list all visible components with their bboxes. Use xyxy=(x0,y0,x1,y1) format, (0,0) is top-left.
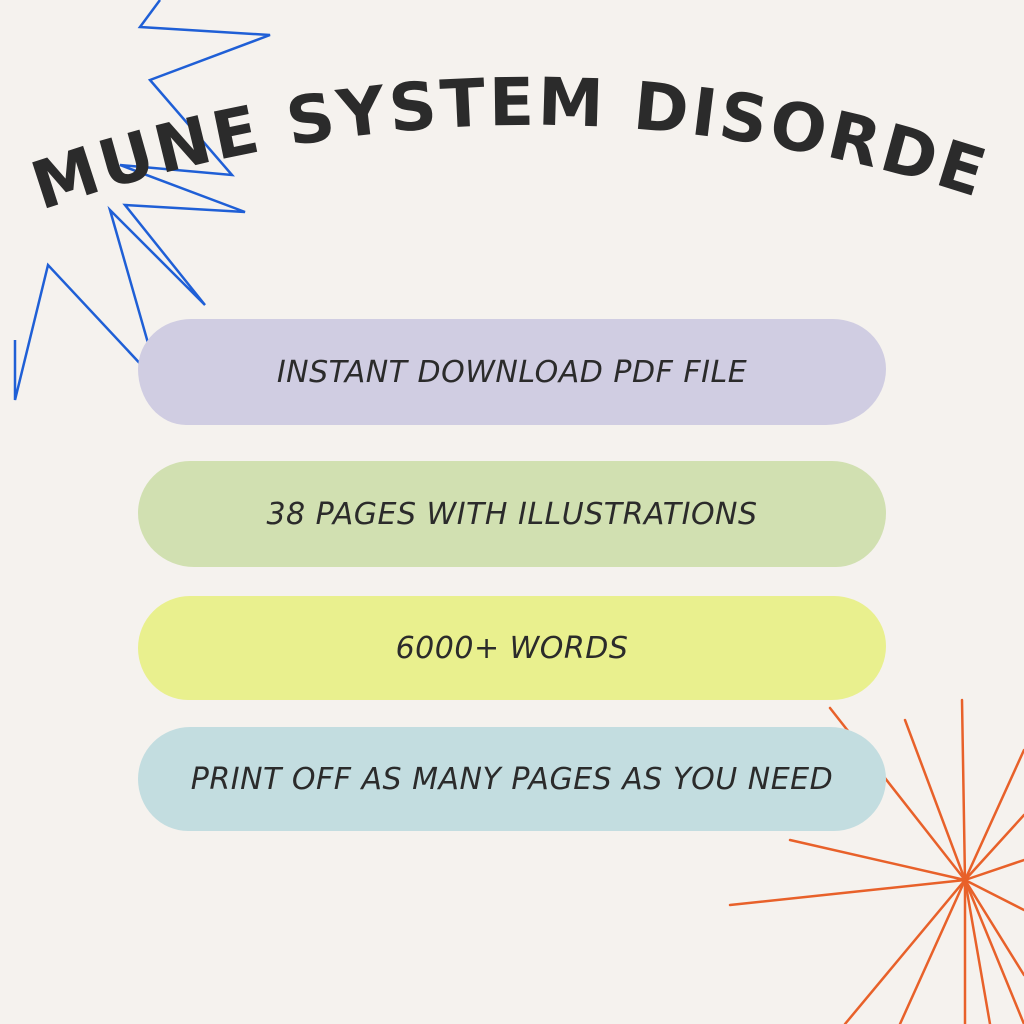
feature-pill-print: PRINT OFF AS MANY PAGES AS YOU NEED xyxy=(138,727,886,831)
feature-pill-instant-download: INSTANT DOWNLOAD PDF FILE xyxy=(138,319,886,425)
burst-ray xyxy=(898,878,967,1024)
svg-text:IMMUNE SYSTEM DISORDERS: IMMUNE SYSTEM DISORDERS xyxy=(0,0,997,225)
burst-ray xyxy=(903,718,967,882)
burst-ray xyxy=(963,878,1024,977)
feature-label: 38 PAGES WITH ILLUSTRATIONS xyxy=(266,496,758,532)
title-text: IMMUNE SYSTEM DISORDERS xyxy=(0,0,994,225)
page-title: IMMUNE SYSTEM DISORDERS xyxy=(0,0,997,225)
burst-ray xyxy=(963,858,1024,882)
burst-ray xyxy=(963,878,1024,912)
burst-ray xyxy=(963,813,1024,882)
burst-ray xyxy=(728,878,967,907)
burst-ray xyxy=(963,878,992,1024)
feature-label: INSTANT DOWNLOAD PDF FILE xyxy=(276,354,748,390)
burst-ray xyxy=(843,878,967,1024)
burst-ray xyxy=(960,698,967,882)
feature-pill-word-count: 6000+ WORDS xyxy=(138,596,886,700)
feature-label: 6000+ WORDS xyxy=(395,630,629,666)
feature-pill-pages: 38 PAGES WITH ILLUSTRATIONS xyxy=(138,461,886,567)
burst-ray xyxy=(963,748,1024,882)
feature-label: PRINT OFF AS MANY PAGES AS YOU NEED xyxy=(190,761,834,797)
burst-ray xyxy=(788,838,967,882)
burst-ray xyxy=(963,878,1024,1024)
